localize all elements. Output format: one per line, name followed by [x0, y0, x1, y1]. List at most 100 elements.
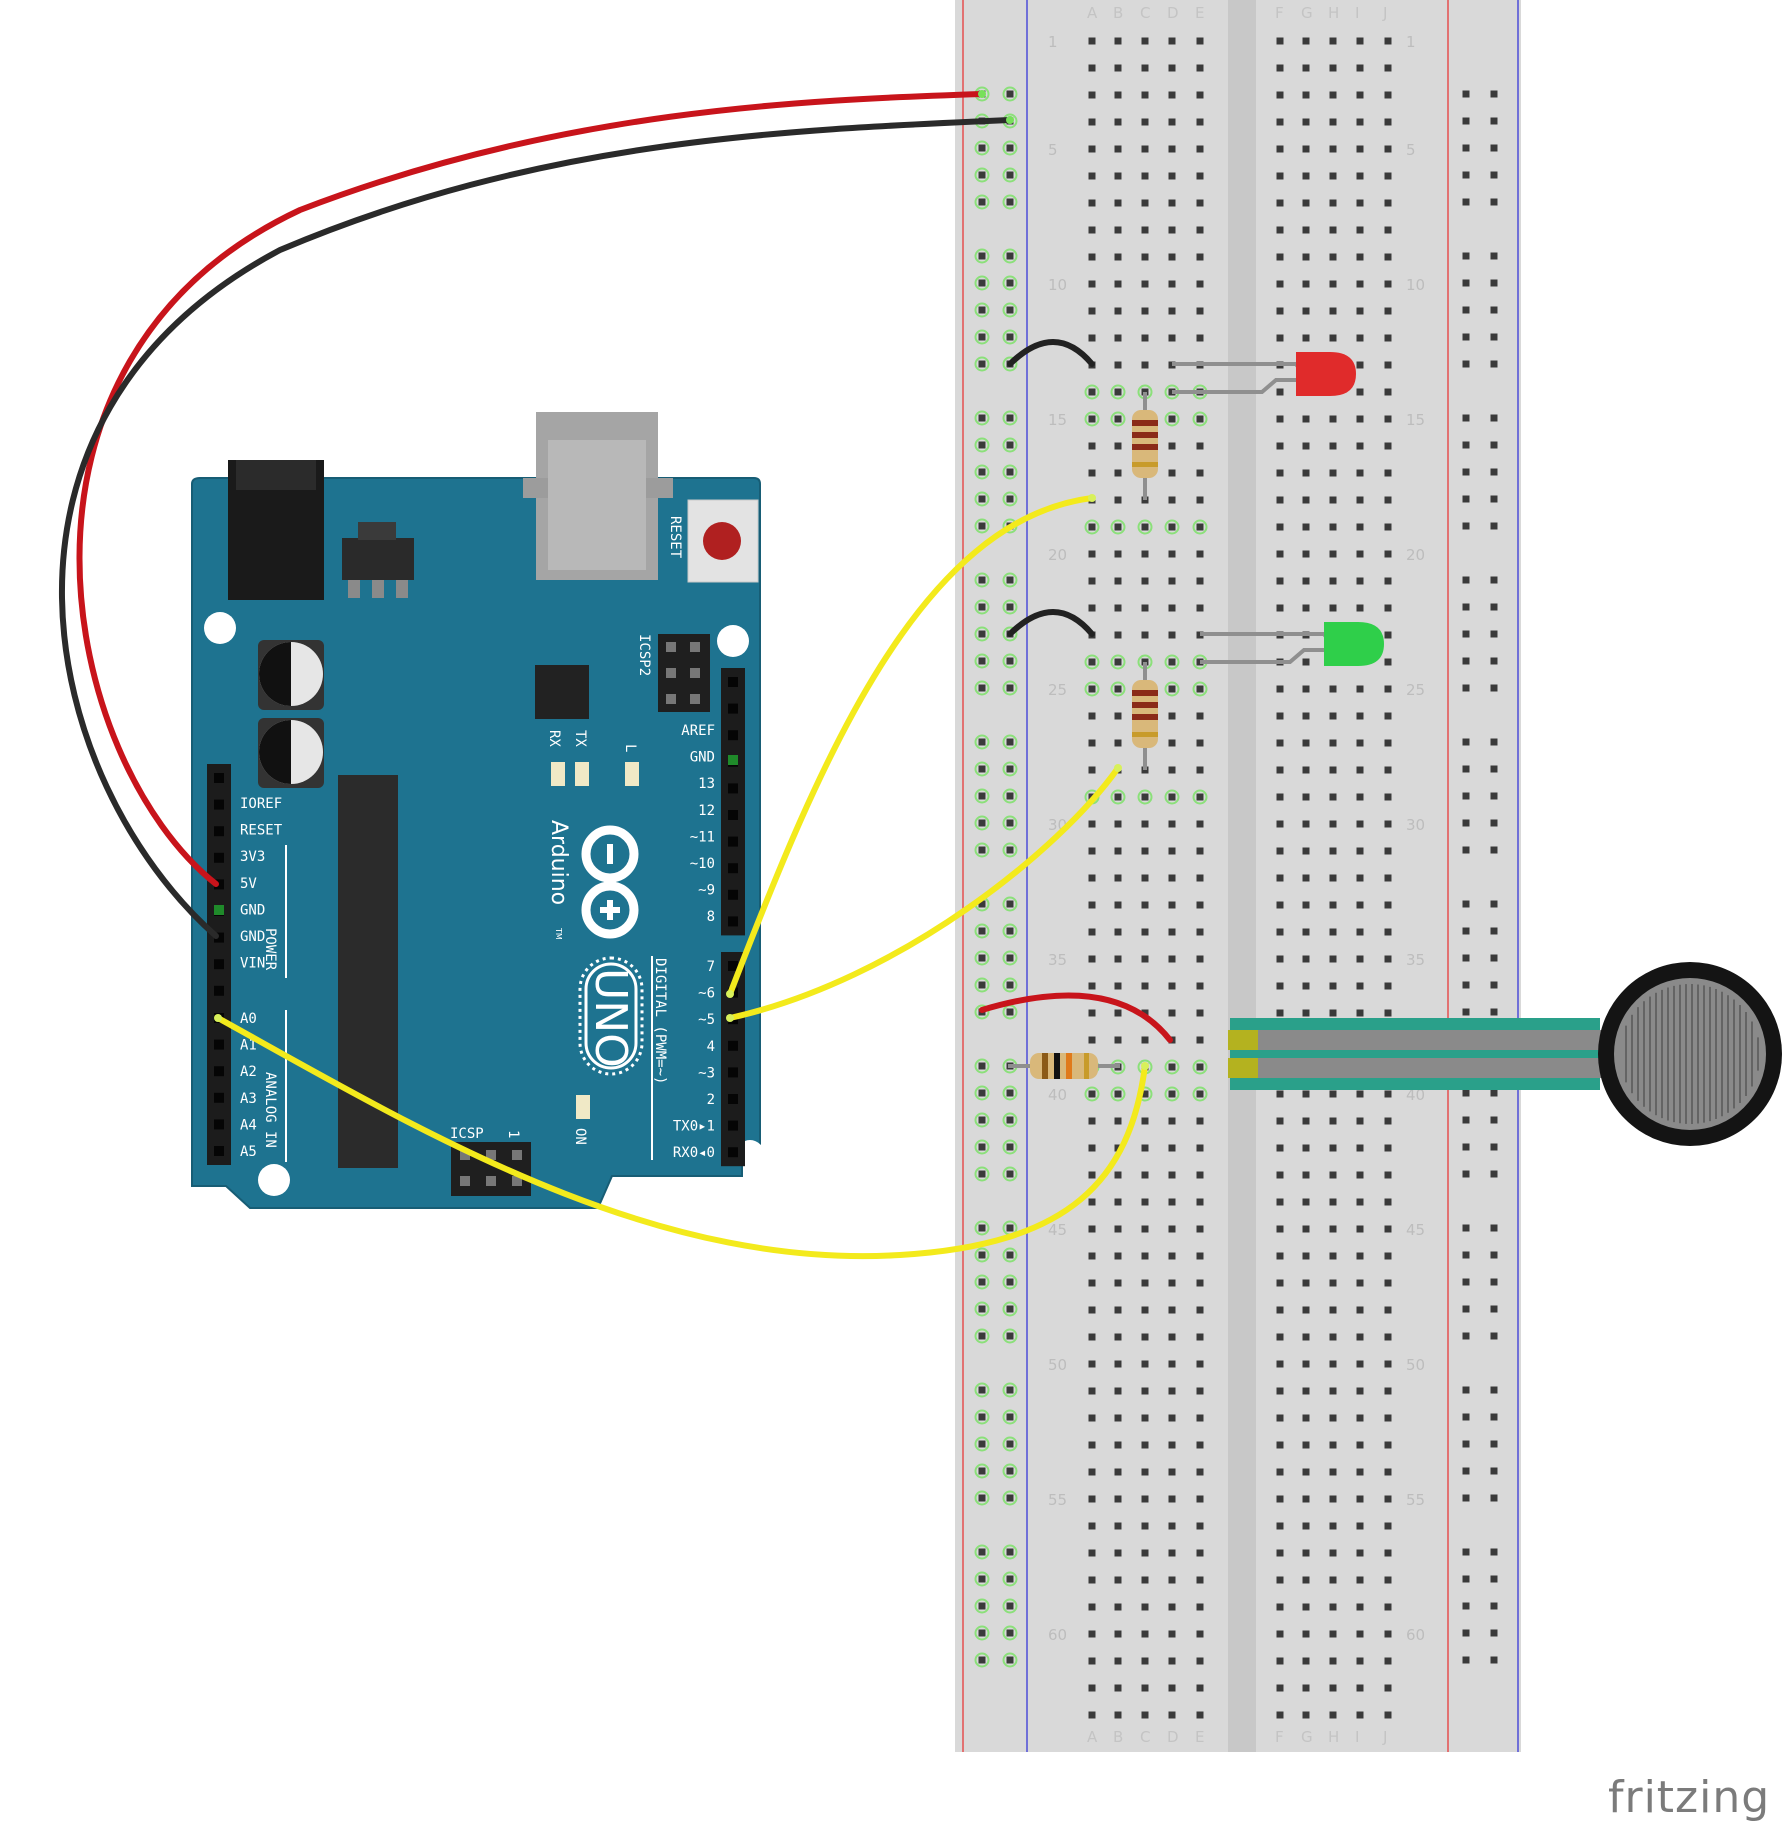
- breadboard-hole[interactable]: [1302, 1117, 1310, 1125]
- rail-hole[interactable]: [1490, 522, 1498, 530]
- breadboard-hole[interactable]: [1384, 280, 1392, 288]
- breadboard-hole[interactable]: [1168, 577, 1176, 585]
- breadboard-hole[interactable]: [1141, 1279, 1149, 1287]
- rail-hole[interactable]: [1490, 1386, 1498, 1394]
- rail-hole[interactable]: [1006, 1386, 1014, 1394]
- breadboard-hole[interactable]: [1088, 145, 1096, 153]
- breadboard-hole[interactable]: [1114, 469, 1122, 477]
- breadboard-hole[interactable]: [1276, 1603, 1284, 1611]
- rail-hole[interactable]: [1462, 792, 1470, 800]
- breadboard-hole[interactable]: [1168, 685, 1176, 693]
- breadboard-hole[interactable]: [1114, 685, 1122, 693]
- breadboard-hole[interactable]: [1114, 1657, 1122, 1665]
- breadboard-hole[interactable]: [1329, 1009, 1337, 1017]
- breadboard-hole[interactable]: [1329, 820, 1337, 828]
- breadboard-hole[interactable]: [1168, 658, 1176, 666]
- breadboard-hole[interactable]: [1329, 1549, 1337, 1557]
- breadboard-hole[interactable]: [1168, 1711, 1176, 1719]
- breadboard-hole[interactable]: [1276, 766, 1284, 774]
- breadboard-hole[interactable]: [1302, 1090, 1310, 1098]
- rail-hole[interactable]: [1006, 1656, 1014, 1664]
- breadboard-hole[interactable]: [1196, 469, 1204, 477]
- breadboard-hole[interactable]: [1302, 469, 1310, 477]
- breadboard-hole[interactable]: [1276, 37, 1284, 45]
- breadboard-hole[interactable]: [1196, 1603, 1204, 1611]
- breadboard-hole[interactable]: [1196, 820, 1204, 828]
- breadboard-hole[interactable]: [1141, 1360, 1149, 1368]
- breadboard-hole[interactable]: [1329, 847, 1337, 855]
- breadboard-hole[interactable]: [1276, 955, 1284, 963]
- breadboard-hole[interactable]: [1356, 64, 1364, 72]
- breadboard-hole[interactable]: [1141, 226, 1149, 234]
- breadboard-hole[interactable]: [1384, 145, 1392, 153]
- breadboard-hole[interactable]: [1114, 1711, 1122, 1719]
- breadboard-hole[interactable]: [1196, 712, 1204, 720]
- breadboard-hole[interactable]: [1302, 1414, 1310, 1422]
- breadboard-hole[interactable]: [1276, 1333, 1284, 1341]
- breadboard-hole[interactable]: [1196, 226, 1204, 234]
- breadboard-hole[interactable]: [1088, 1198, 1096, 1206]
- breadboard-hole[interactable]: [1329, 172, 1337, 180]
- breadboard-hole[interactable]: [1141, 847, 1149, 855]
- breadboard-hole[interactable]: [1168, 1144, 1176, 1152]
- breadboard-hole[interactable]: [1329, 1495, 1337, 1503]
- breadboard-hole[interactable]: [1114, 37, 1122, 45]
- breadboard-hole[interactable]: [1114, 658, 1122, 666]
- breadboard-hole[interactable]: [1384, 415, 1392, 423]
- breadboard-hole[interactable]: [1302, 1468, 1310, 1476]
- rail-hole[interactable]: [978, 1332, 986, 1340]
- breadboard-hole[interactable]: [1141, 1225, 1149, 1233]
- breadboard-hole[interactable]: [1329, 118, 1337, 126]
- breadboard-hole[interactable]: [1276, 1684, 1284, 1692]
- breadboard-hole[interactable]: [1276, 1225, 1284, 1233]
- reset-button[interactable]: [687, 499, 759, 583]
- breadboard-hole[interactable]: [1168, 1468, 1176, 1476]
- breadboard-hole[interactable]: [1196, 577, 1204, 585]
- breadboard-hole[interactable]: [1088, 64, 1096, 72]
- rail-hole[interactable]: [978, 1440, 986, 1448]
- rail-hole[interactable]: [1490, 1089, 1498, 1097]
- breadboard-hole[interactable]: [1088, 1009, 1096, 1017]
- breadboard-hole[interactable]: [1114, 1360, 1122, 1368]
- breadboard-hole[interactable]: [1168, 1306, 1176, 1314]
- breadboard-hole[interactable]: [1196, 604, 1204, 612]
- breadboard-hole[interactable]: [1384, 1090, 1392, 1098]
- rail-hole[interactable]: [1490, 1116, 1498, 1124]
- breadboard-hole[interactable]: [1302, 1576, 1310, 1584]
- breadboard-hole[interactable]: [1168, 982, 1176, 990]
- rail-hole[interactable]: [1006, 468, 1014, 476]
- breadboard-hole[interactable]: [1168, 874, 1176, 882]
- breadboard-hole[interactable]: [1088, 415, 1096, 423]
- breadboard-hole[interactable]: [1302, 1630, 1310, 1638]
- breadboard-hole[interactable]: [1196, 253, 1204, 261]
- rail-hole[interactable]: [1462, 1548, 1470, 1556]
- breadboard-hole[interactable]: [1276, 226, 1284, 234]
- rail-hole[interactable]: [978, 252, 986, 260]
- breadboard-hole[interactable]: [1088, 847, 1096, 855]
- breadboard-hole[interactable]: [1088, 37, 1096, 45]
- rail-hole[interactable]: [1462, 252, 1470, 260]
- breadboard-hole[interactable]: [1088, 1684, 1096, 1692]
- breadboard-hole[interactable]: [1356, 1468, 1364, 1476]
- breadboard-hole[interactable]: [1356, 793, 1364, 801]
- breadboard-hole[interactable]: [1329, 496, 1337, 504]
- breadboard-hole[interactable]: [1356, 577, 1364, 585]
- breadboard-hole[interactable]: [1196, 1441, 1204, 1449]
- header-pin[interactable]: [728, 703, 738, 714]
- breadboard-hole[interactable]: [1114, 1387, 1122, 1395]
- breadboard-hole[interactable]: [1329, 550, 1337, 558]
- breadboard-hole[interactable]: [1088, 1306, 1096, 1314]
- breadboard-hole[interactable]: [1088, 199, 1096, 207]
- breadboard-hole[interactable]: [1114, 253, 1122, 261]
- breadboard-hole[interactable]: [1329, 523, 1337, 531]
- rail-hole[interactable]: [1006, 900, 1014, 908]
- rail-hole[interactable]: [1006, 1251, 1014, 1259]
- breadboard-hole[interactable]: [1329, 1171, 1337, 1179]
- wire-yellow-pin5[interactable]: [727, 765, 1121, 1021]
- rail-hole[interactable]: [1462, 765, 1470, 773]
- breadboard-hole[interactable]: [1276, 307, 1284, 315]
- breadboard-hole[interactable]: [1329, 928, 1337, 936]
- header-pin[interactable]: [214, 959, 224, 970]
- header-pin[interactable]: [214, 799, 224, 810]
- rail-hole[interactable]: [1490, 1494, 1498, 1502]
